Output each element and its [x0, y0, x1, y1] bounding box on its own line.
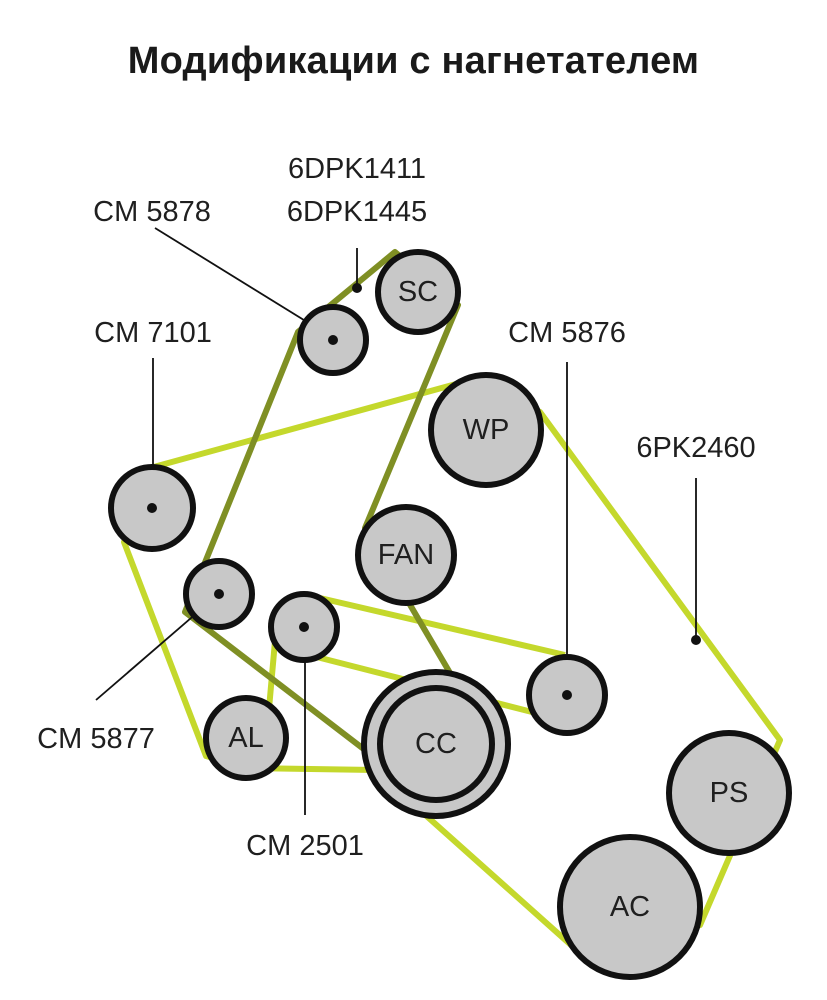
pulley-cm7101: [108, 464, 196, 552]
svg-text:FAN: FAN: [378, 539, 434, 571]
pulley-wp: WP: [428, 372, 544, 488]
svg-text:SC: SC: [398, 276, 438, 308]
label-6dpk1411: 6DPK1411: [288, 153, 426, 185]
label-cm5878: CM 5878: [93, 196, 211, 228]
label-6dpk1445: 6DPK1445: [287, 196, 427, 228]
svg-text:AL: AL: [228, 722, 263, 754]
pulley-sc: SC: [375, 249, 461, 335]
pulley-al: AL: [203, 695, 289, 781]
pulley-ps: PS: [666, 730, 792, 856]
belt-6dpk-marker: [352, 283, 362, 293]
label-cm7101: CM 7101: [94, 317, 212, 349]
svg-text:CC: CC: [415, 728, 457, 760]
belt-6pk2460-marker: [691, 635, 701, 645]
pulley-cc: CC: [361, 669, 511, 819]
label-6pk2460: 6PK2460: [636, 432, 755, 464]
label-cm5876: CM 5876: [508, 317, 626, 349]
label-cm5877: CM 5877: [37, 723, 155, 755]
page-title: Модификации с нагнетателем: [127, 40, 700, 82]
pulley-cm5876: [526, 654, 608, 736]
svg-text:AC: AC: [610, 891, 650, 923]
label-cm2501: CM 2501: [246, 830, 364, 862]
pulley-ac: AC: [557, 834, 703, 980]
svg-text:WP: WP: [463, 414, 510, 446]
pulley-cm5878: [297, 304, 369, 376]
svg-text:PS: PS: [710, 777, 749, 809]
pulley-fan: FAN: [355, 504, 457, 606]
pulley-cm5877: [183, 558, 255, 630]
pulley-cm2501: [268, 591, 340, 663]
